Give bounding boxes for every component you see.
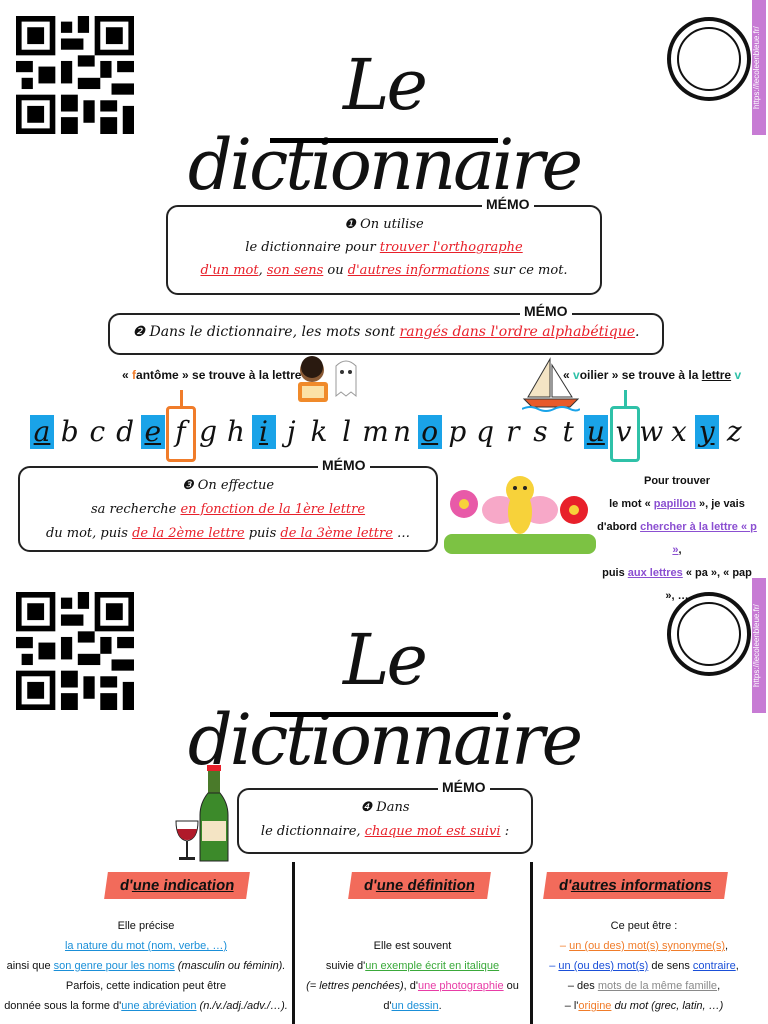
col-definition-text: Elle est souvent suivie d'un exemple écr… — [295, 936, 530, 1016]
memo-box-1 — [166, 205, 602, 295]
memo-label: MÉMO — [520, 303, 572, 319]
title-underline — [270, 712, 498, 717]
qr-code — [16, 16, 134, 134]
memo-box-3 — [18, 466, 438, 552]
memo-label: MÉMO — [318, 457, 370, 473]
search-tip-line-3: d'abord chercher à la lettre « p », — [597, 521, 757, 556]
alphabet-letter-k: k — [310, 415, 328, 448]
example-voilier: « voilier » se trouve à la lettre v — [563, 368, 742, 382]
page-title: Le dictionnaire — [187, 44, 583, 206]
title-underline — [270, 138, 498, 143]
memo-label: MÉMO — [482, 196, 534, 212]
alphabet-letter-l: l — [342, 415, 352, 448]
column-divider — [530, 862, 533, 1024]
col-title-definition: d'une définition — [348, 872, 491, 899]
highlight-letter-f — [166, 406, 196, 462]
badge-circle — [667, 592, 751, 676]
search-tip: Pour trouver le mot « papillon », je vai… — [596, 470, 758, 608]
col-3-line-1: Ce peut être : — [610, 920, 678, 932]
alphabet-letter-w: w — [639, 415, 664, 448]
highlight-letter-v — [610, 406, 640, 462]
alphabet-letter-m: m — [362, 415, 389, 448]
badge-circle — [667, 17, 751, 101]
alphabet-letter-p: p — [448, 415, 467, 448]
col-1-line-3: ainsi que son genre pour les noms (mascu… — [6, 960, 286, 972]
alphabet-letter-n: n — [392, 415, 412, 448]
alphabet-letter-s: s — [533, 415, 548, 448]
search-tip-line-1: Pour trouver — [643, 475, 710, 487]
alphabet-letter-t: t — [562, 415, 574, 448]
col-indication-text: Elle précise la nature du mot (nom, verb… — [0, 916, 292, 1016]
example-fantome: « fantôme » se trouve à la lettre f — [122, 368, 309, 382]
memo-1-line-3: d'un mot, son sens ou d'autres informati… — [200, 263, 568, 278]
alphabet-letter-o: o — [417, 415, 442, 449]
col-1-line-2: la nature du mot (nom, verbe, …) — [64, 940, 227, 952]
col-2-line-1: Elle est souvent — [373, 940, 452, 952]
sailboat-illustration — [522, 357, 580, 412]
memo-box-2 — [108, 313, 664, 355]
col-autres-text: Ce peut être : – un (ou des) mot(s) syno… — [533, 916, 755, 1016]
alphabet-letter-y: y — [694, 415, 719, 449]
alphabet-letter-r: r — [506, 415, 520, 448]
memo-4-line-1: ❹ Dans — [360, 800, 410, 815]
col-title-autres: d'autres informations — [543, 872, 728, 899]
alphabet-letter-d: d — [116, 415, 135, 448]
col-3-line-3: – un (ou des) mot(s) de sens contraire, — [549, 960, 739, 972]
alphabet-letter-j: j — [286, 415, 296, 448]
alphabet-letter-b: b — [60, 415, 79, 448]
alphabet-letter-z: z — [726, 415, 742, 448]
url-tab[interactable]: https://lecoleenbleue.fr/ — [752, 0, 766, 135]
qr-code — [16, 592, 134, 710]
memo-1-line-1: ❶ On utilise — [344, 217, 424, 232]
alphabet-letter-c: c — [89, 415, 106, 448]
butterfly-flowers-illustration — [444, 476, 596, 554]
alphabet-letter-v: v — [615, 415, 632, 448]
arrow-to-f — [180, 390, 183, 406]
memo-box-4 — [237, 788, 533, 854]
search-tip-line-4: puis aux lettres « pa », « pap », … — [602, 567, 752, 602]
alphabet-letter-i: i — [251, 415, 276, 449]
memo-1-line-2: le dictionnaire pour trouver l'orthograp… — [245, 240, 523, 255]
wine-bottle-glass-illustration — [175, 765, 229, 862]
alphabet-letter-f: f — [175, 415, 186, 448]
col-2-line-3: (= lettres penchées), d'une photographie… — [306, 980, 519, 1012]
child-reading-ghost-illustration — [298, 356, 357, 402]
memo-2-text: ❷ Dans le dictionnaire, les mots sont ra… — [132, 324, 640, 340]
page-title: Le dictionnaire — [187, 619, 583, 781]
memo-label: MÉMO — [438, 779, 490, 795]
col-2-line-2: suivie d'un exemple écrit en italique — [325, 960, 500, 972]
memo-3-line-2: sa recherche en fonction de la 1ère lett… — [90, 502, 366, 517]
search-tip-line-2: le mot « papillon », je vais — [609, 498, 745, 510]
memo-4-line-2: le dictionnaire, chaque mot est suivi : — [260, 824, 510, 839]
alphabet-letter-u: u — [583, 415, 608, 449]
memo-3-line-3: du mot, puis de la 2ème lettre puis de l… — [45, 526, 411, 541]
alphabet-letter-e: e — [140, 415, 165, 449]
col-3-line-4: – des mots de la même famille, — [567, 980, 721, 992]
alphabet-letter-x: x — [671, 415, 687, 448]
memo-3-line-1: ❸ On effectue — [181, 478, 275, 493]
col-1-line-4: Parfois, cette indication peut être — [65, 980, 227, 992]
col-3-line-5: – l'origine du mot (grec, latin, …) — [564, 1000, 724, 1012]
alphabet-letter-a: a — [30, 415, 54, 449]
col-3-line-2: – un (ou des) mot(s) synonyme(s), — [559, 940, 729, 952]
alphabet-letter-h: h — [226, 415, 245, 448]
column-divider — [292, 862, 295, 1024]
alphabet-letter-g: g — [199, 415, 218, 448]
col-1-line-5: donnée sous la forme d'une abréviation (… — [4, 1000, 288, 1012]
col-title-indication: d'une indication — [104, 872, 251, 899]
col-1-line-1: Elle précise — [117, 920, 175, 932]
alphabet-letter-q: q — [476, 415, 495, 448]
url-tab[interactable]: https://lecoleenbleue.fr/ — [752, 578, 766, 713]
arrow-to-v — [624, 390, 627, 406]
